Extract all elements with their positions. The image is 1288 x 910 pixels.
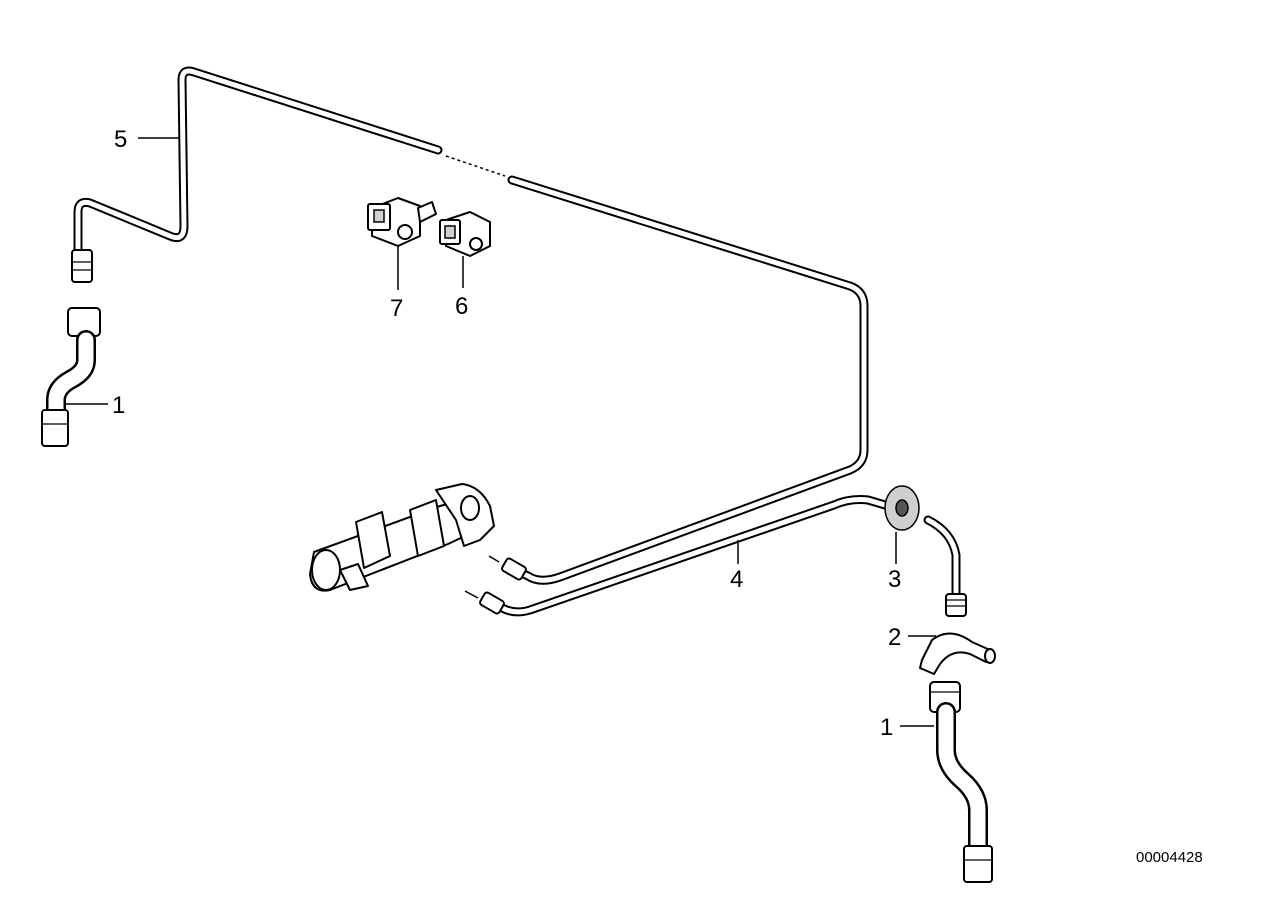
valve-6[interactable] [439,211,491,257]
pipe-fitting-right [945,593,967,617]
callout-6: 6 [455,293,468,320]
pipe-fitting-upper [488,555,527,581]
brake-hose-1-right[interactable] [929,681,993,883]
callout-2: 2 [888,624,901,651]
callout-3: 3 [888,566,901,593]
callout-4: 4 [730,566,743,593]
brake-line-4[interactable] [490,495,961,617]
valve-7[interactable] [367,197,437,247]
brake-line-5[interactable] [73,66,869,585]
callout-1-left: 1 [112,392,125,419]
bracket-2[interactable] [919,632,996,675]
grommet-3[interactable] [884,485,920,531]
brake-hose-1-left[interactable] [41,249,101,447]
pipe-fitting-lower [464,590,505,615]
document-number: 00004428 [1136,849,1203,866]
callout-5: 5 [114,126,127,153]
master-cylinder [309,483,495,592]
callout-1-right: 1 [880,714,893,741]
callout-7: 7 [390,295,403,322]
